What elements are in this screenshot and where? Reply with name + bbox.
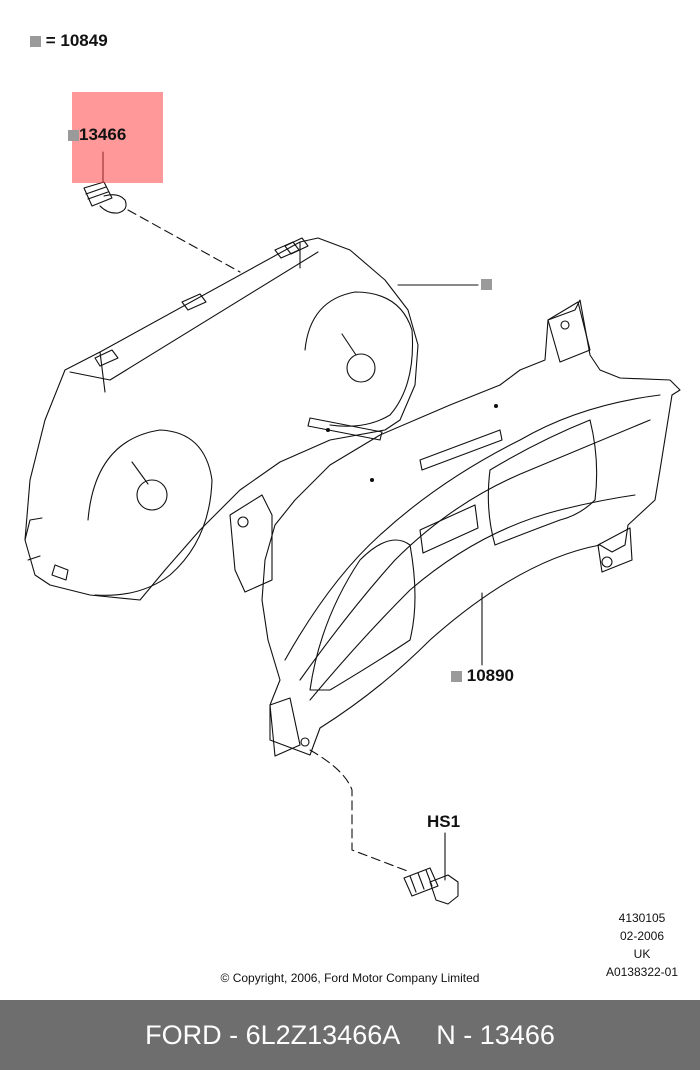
callout-bulb: 13466	[68, 125, 126, 145]
drawing-meta: 4130105 02-2006 UK A0138322-01	[596, 909, 688, 981]
callout-square-icon	[451, 671, 462, 683]
screw-part	[403, 832, 459, 905]
callout-bulb-label: 13466	[79, 125, 127, 144]
front-bezel	[229, 299, 681, 757]
callout-square-icon	[68, 130, 79, 142]
legend-square-icon	[30, 36, 41, 48]
meta-line-4: A0138322-01	[605, 965, 679, 979]
callout-cluster-label: 10890	[466, 666, 515, 685]
meta-line-1: 4130105	[618, 911, 666, 925]
meta-line-3: UK	[633, 947, 651, 961]
footer-brand: FORD - 6L2Z13466A	[145, 1020, 399, 1050]
housing-marker-icon	[481, 279, 492, 290]
highlight-box	[72, 92, 163, 183]
instrument-cluster-diagram	[24, 151, 681, 905]
legend: = 10849	[30, 31, 108, 51]
legend-equals-label: = 10849	[45, 31, 108, 50]
copyright-text: © Copyright, 2006, Ford Motor Company Li…	[220, 971, 480, 985]
callout-screw: HS1	[427, 812, 461, 831]
meta-line-2: 02-2006	[619, 929, 665, 943]
footer-part: N - 13466	[436, 1020, 555, 1050]
rear-housing	[24, 237, 419, 601]
callout-cluster: 10890	[451, 666, 514, 686]
footer-bar: FORD - 6L2Z13466A N - 13466	[0, 1000, 700, 1070]
